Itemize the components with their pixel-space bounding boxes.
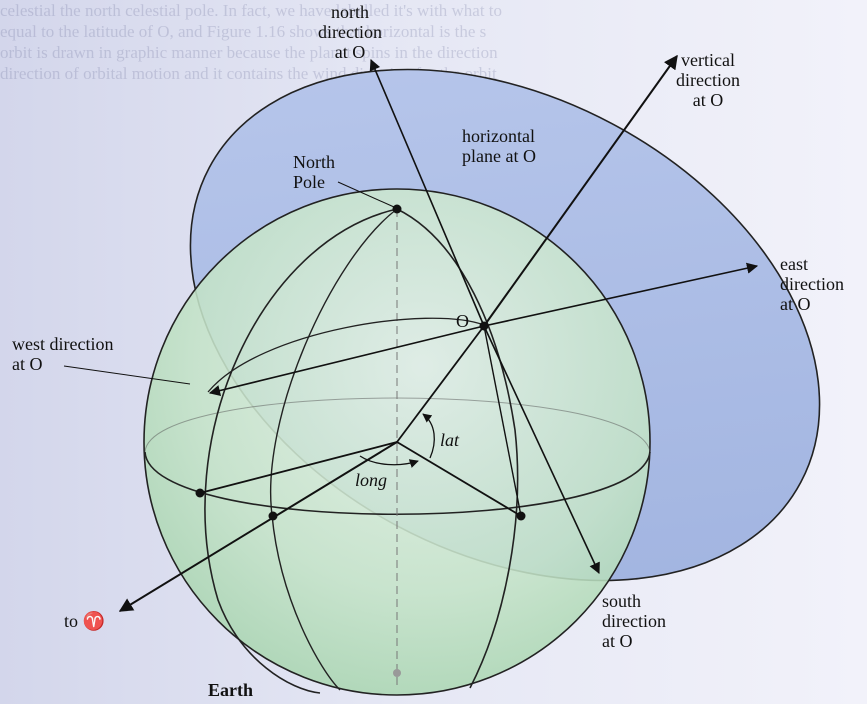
east-direction-arrow bbox=[483, 262, 759, 327]
south-direction-arrow bbox=[483, 325, 600, 575]
south-direction-label: south direction at O bbox=[602, 591, 666, 651]
meridian-mid bbox=[270, 208, 398, 691]
equator-back bbox=[144, 397, 651, 453]
equator-point-aries bbox=[268, 511, 278, 521]
radius-to-o bbox=[396, 325, 485, 443]
east-direction-label: east direction at O bbox=[780, 254, 844, 314]
radius-to-equator-left bbox=[199, 441, 398, 494]
lat-angle-arc bbox=[422, 413, 435, 459]
west-direction-arrow bbox=[208, 325, 485, 397]
latitude-circle bbox=[207, 317, 485, 393]
long-angle-arc bbox=[359, 455, 419, 468]
earth-label: Earth bbox=[208, 680, 253, 700]
north-pole-label: North Pole bbox=[293, 152, 335, 192]
equator-front bbox=[144, 451, 651, 516]
long-label: long bbox=[355, 470, 388, 490]
north-pole-leader bbox=[337, 181, 395, 208]
equator-point-right bbox=[516, 511, 526, 521]
north-direction-label: north direction at O bbox=[318, 2, 382, 62]
west-direction-label: west direction at O bbox=[12, 334, 114, 374]
o-to-equator-meridian bbox=[483, 325, 522, 517]
north-pole-point bbox=[392, 204, 402, 214]
vertical-direction-arrow bbox=[483, 54, 678, 327]
radius-to-equator-right bbox=[396, 441, 522, 517]
meridian-left bbox=[204, 208, 398, 694]
horizontal-plane-label: horizontal plane at O bbox=[462, 126, 536, 166]
meridian-right bbox=[396, 208, 519, 689]
to-aries-label: to ♈ bbox=[64, 611, 105, 631]
lat-label: lat bbox=[440, 430, 460, 450]
vertical-direction-label: vertical direction at O bbox=[676, 50, 740, 110]
aries-direction-arrow bbox=[118, 441, 398, 612]
point-o bbox=[479, 321, 489, 331]
equator-point-left bbox=[195, 488, 205, 498]
point-o-label: O bbox=[456, 311, 469, 331]
south-pole-point bbox=[393, 669, 401, 677]
west-direction-leader bbox=[63, 365, 191, 385]
north-direction-arrow bbox=[369, 58, 485, 327]
